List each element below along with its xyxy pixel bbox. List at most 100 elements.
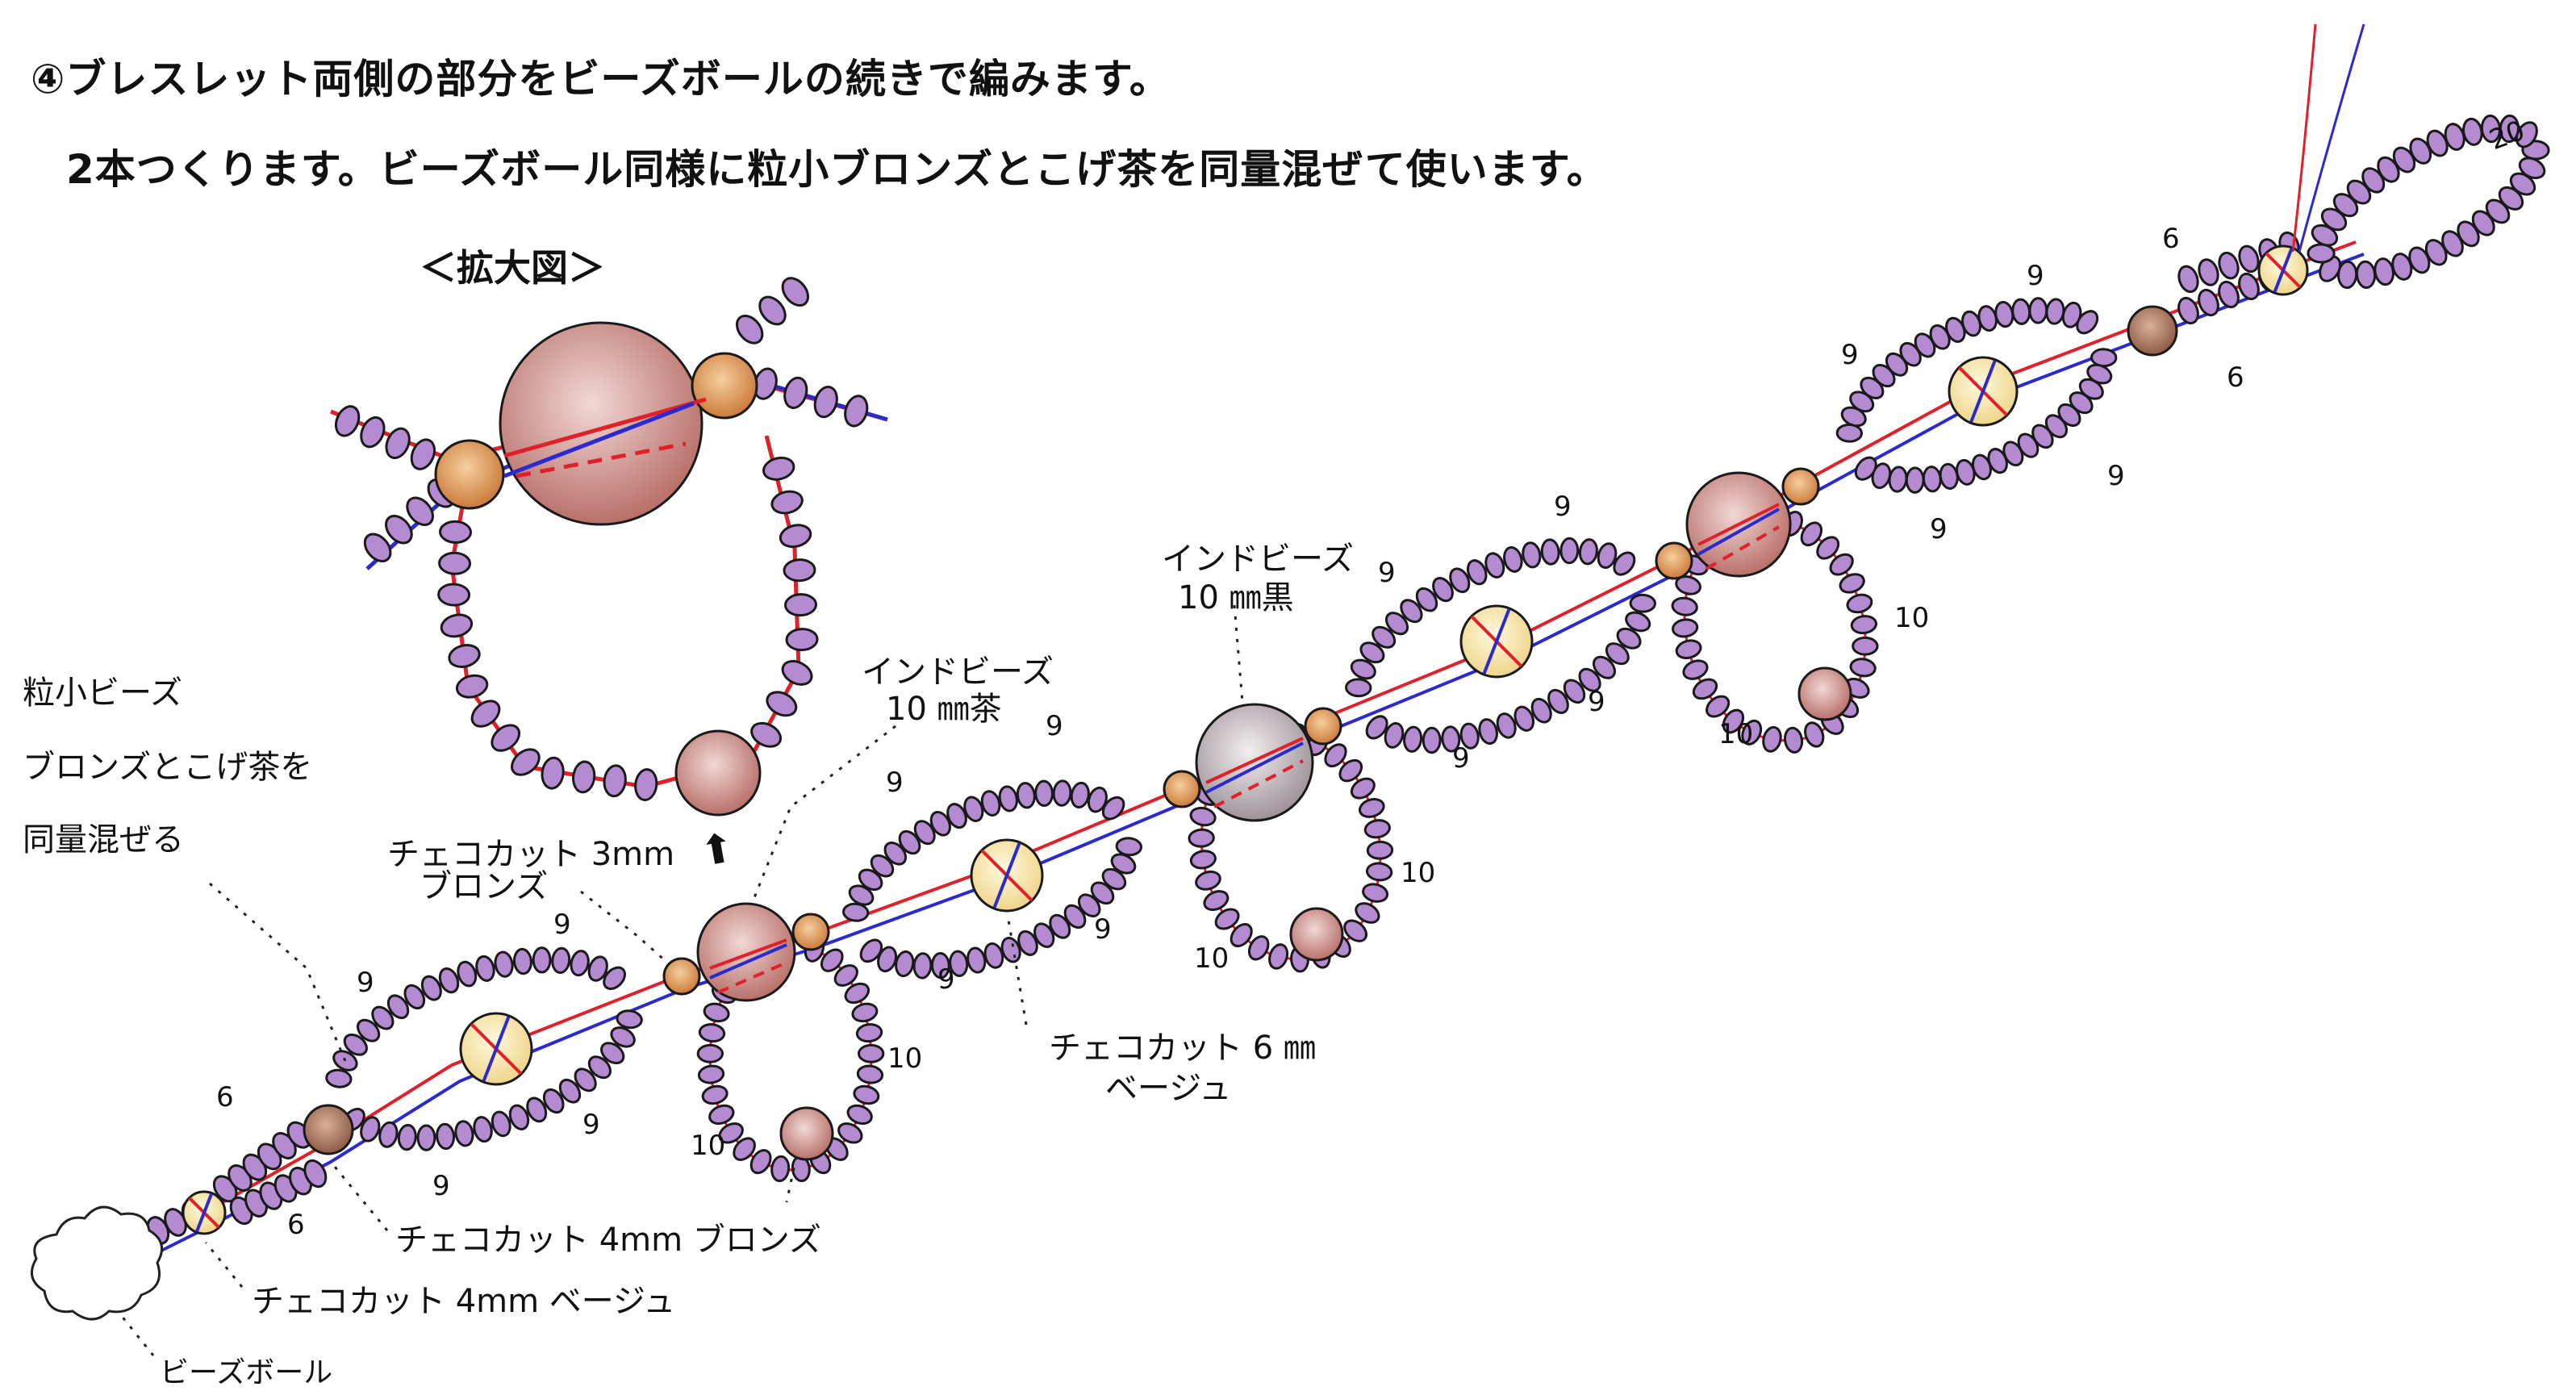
label-czech-3mm-2: ブロンズ [420, 868, 549, 905]
seed-bead [378, 1121, 399, 1148]
seed-bead [386, 994, 410, 1020]
seed-bead [1365, 715, 1388, 740]
seed-bead [929, 811, 951, 837]
seed-bead [371, 1005, 395, 1030]
seed-bead [697, 1064, 725, 1084]
zoom-seed-bead [785, 628, 819, 652]
drop-bead [1797, 666, 1852, 721]
seed-bead [2177, 296, 2199, 325]
seed-bead [1762, 725, 1782, 753]
seed-bead [898, 829, 921, 855]
seed-bead [1110, 853, 1137, 875]
count-9-o: 9 [2027, 260, 2044, 292]
seed-bead [343, 1033, 368, 1056]
seed-bead [1345, 678, 1372, 698]
seed-bead [1783, 726, 1804, 754]
zoom-seed-bead [440, 613, 474, 638]
zoom-seed-bead [783, 593, 817, 617]
seed-bead [870, 854, 895, 878]
seed-bead [1052, 779, 1072, 807]
count-9-n: 9 [1930, 513, 1948, 545]
leader-line [204, 1242, 244, 1288]
instruction-line-1: ④ブレスレット両側の部分をビーズボールの続きで編みます。 [31, 56, 1171, 102]
seed-bead [1350, 658, 1376, 680]
seed-bead [859, 938, 883, 963]
seed-bead [1839, 573, 1865, 594]
seed-bead [949, 950, 969, 977]
seed-bead [587, 955, 608, 982]
seed-bead [1403, 725, 1423, 753]
thread-hidden [1705, 525, 1781, 570]
seed-bead [1189, 850, 1217, 870]
seed-bead [587, 1055, 612, 1080]
zoom-seed-bead [766, 691, 798, 717]
seed-bead [2076, 310, 2099, 335]
seed-bead [1922, 466, 1942, 493]
seed-bead [2011, 298, 2031, 325]
seed-bead [967, 946, 987, 974]
zoom-seed-bead [541, 756, 565, 790]
seed-bead [1350, 777, 1376, 800]
seed-bead [1578, 667, 1601, 692]
count-10-b: 10 [691, 1130, 726, 1162]
label-india-black-1: インドビーズ [1162, 541, 1354, 578]
zoom-seed-bead [844, 395, 869, 428]
zoom-seed-bead [455, 674, 489, 699]
zoom-seed-bead [511, 748, 541, 776]
instruction-line-2: 2本つくります。ビーズボール同様に粒小ブロンズとこげ茶を同量混ぜて使います。 [66, 146, 1608, 193]
zoom-seed-bead [448, 644, 481, 668]
seed-bead [1214, 908, 1240, 930]
seed-bead [508, 1104, 530, 1130]
leader-line [580, 890, 674, 970]
zoom-czech-3mm [691, 352, 758, 420]
seed-bead [1513, 705, 1535, 732]
seed-bead [733, 1137, 756, 1161]
zoom-seed-bead [385, 515, 413, 545]
seed-bead [844, 982, 870, 1005]
seed-bead [1671, 618, 1699, 638]
thread-blue [1969, 360, 1997, 423]
seed-bead [494, 950, 514, 978]
drop-bead [1289, 907, 1344, 962]
zoom-seed-bead [360, 416, 386, 449]
seed-bead [1033, 922, 1055, 948]
czech-4mm-bronze [303, 1104, 354, 1155]
count-9-a: 9 [357, 967, 374, 999]
seed-bead [1268, 943, 1289, 970]
seed-bead [820, 948, 844, 972]
seed-bead [1355, 902, 1380, 924]
seed-bead [1722, 708, 1745, 734]
count-10-d: 10 [1194, 942, 1230, 975]
count-10-e: 10 [1894, 602, 1930, 634]
seed-bead [2177, 265, 2199, 294]
seed-bead [1484, 552, 1505, 579]
label-czech-6mm-1: チェコカット 6 ㎜ [1049, 1030, 1316, 1067]
seed-bead [1829, 553, 1854, 576]
zoom-seed-bead [603, 764, 627, 798]
seed-bead [2238, 244, 2260, 274]
zoom-seed-bead [572, 760, 596, 794]
seed-bead [770, 1155, 791, 1183]
zoom-czech-3mm [434, 439, 505, 510]
seed-bead [1203, 890, 1230, 912]
czech-4mm-bronze [2127, 305, 2178, 357]
seed-bead [1852, 636, 1879, 656]
leader-line [329, 1161, 389, 1231]
seed-bead [436, 1122, 455, 1151]
count-9-m: 9 [1841, 339, 1859, 371]
zoom-seed-bead [470, 700, 501, 728]
seed-bead [913, 820, 936, 846]
zoom-seed-bead [783, 376, 808, 409]
count-9-f: 9 [937, 963, 955, 996]
count-6-b: 6 [287, 1209, 305, 1241]
seed-bead [2238, 272, 2260, 301]
seed-bead [1049, 913, 1071, 939]
seed-bead [1578, 538, 1598, 566]
seed-bead [1605, 642, 1630, 666]
seed-bead [303, 1159, 328, 1188]
seed-bead [1115, 837, 1143, 857]
label-small-beads-1: 粒小ビーズ [23, 675, 182, 712]
leader-line [749, 725, 896, 909]
seed-bead [998, 785, 1018, 812]
seed-bead [600, 1042, 625, 1065]
